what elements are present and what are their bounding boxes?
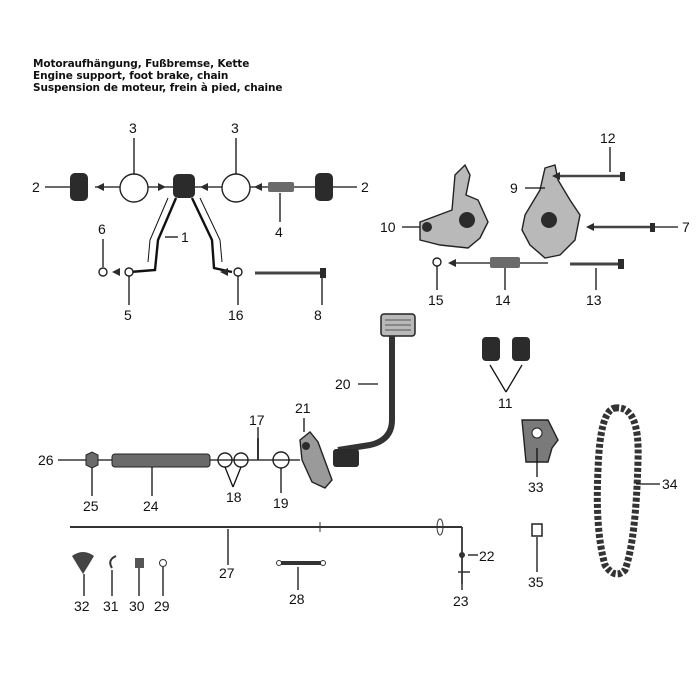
callout-5: 5 [124, 307, 132, 323]
callout-2-right: 2 [361, 179, 369, 195]
callout-20: 20 [335, 376, 351, 392]
callout-26: 26 [38, 452, 54, 468]
callout-23: 23 [453, 593, 469, 609]
callout-18: 18 [226, 489, 242, 505]
small-nut [98, 267, 108, 277]
rubber-buffers [482, 337, 530, 361]
callout-19: 19 [273, 495, 289, 511]
small-washer-29 [159, 559, 167, 567]
callout-13: 13 [586, 292, 602, 308]
brake-pedal-arm [337, 336, 395, 453]
callout-1: 1 [181, 229, 189, 245]
callout-8: 8 [314, 307, 322, 323]
engine-support-group [70, 173, 333, 278]
washer-small-left [124, 267, 134, 277]
pedal-bracket-group [419, 163, 655, 269]
callout-4: 4 [275, 224, 283, 240]
callout-9: 9 [510, 180, 518, 196]
callout-10: 10 [380, 219, 396, 235]
bracket-plate-left [419, 163, 489, 249]
callout-12: 12 [600, 130, 616, 146]
split-pin [109, 555, 117, 569]
chain-adjuster [521, 419, 559, 463]
small-nut-30 [135, 558, 144, 568]
callout-34: 34 [662, 476, 678, 492]
callout-11: 11 [498, 395, 513, 411]
drive-chain [593, 404, 642, 578]
washer-small-right [233, 267, 243, 277]
callout-7: 7 [682, 219, 690, 235]
bracket-plate-right [521, 164, 581, 259]
washer-left [119, 173, 149, 203]
callout-30: 30 [129, 598, 145, 614]
callout-3-left: 3 [129, 120, 137, 136]
title-german: Motoraufhängung, Fußbremse, Kette [33, 58, 250, 70]
callout-31: 31 [103, 598, 119, 614]
callout-22: 22 [479, 548, 495, 564]
chain-clip [531, 523, 543, 537]
callout-16: 16 [228, 307, 244, 323]
rubber-bushing-right [315, 173, 333, 201]
callout-33: 33 [528, 479, 544, 495]
callout-28: 28 [289, 591, 305, 607]
callout-25: 25 [83, 498, 99, 514]
callout-29: 29 [154, 598, 170, 614]
title-french: Suspension de moteur, frein à pied, chai… [33, 82, 283, 94]
brake-lever [299, 431, 333, 489]
callout-2-left: 2 [32, 179, 40, 195]
spacer-sleeve [268, 182, 294, 192]
sleeve-14 [490, 257, 520, 268]
callout-27: 27 [219, 565, 235, 581]
callout-3-right: 3 [231, 120, 239, 136]
brake-shaft [111, 453, 211, 468]
title-english: Engine support, foot brake, chain [33, 70, 229, 82]
washer-15 [432, 257, 442, 267]
rubber-bushing-left [70, 173, 88, 201]
leader-lines [45, 138, 678, 596]
callout-32: 32 [74, 598, 90, 614]
callout-14: 14 [495, 292, 511, 308]
callout-15: 15 [428, 292, 444, 308]
engine-bracket-head [173, 174, 195, 198]
wing-nut [72, 552, 94, 574]
brake-rod [70, 518, 470, 584]
long-bolt-head [320, 268, 326, 278]
foot-brake-group [75, 313, 416, 489]
callout-21: 21 [295, 400, 311, 416]
callout-24: 24 [143, 498, 159, 514]
callout-17: 17 [249, 412, 265, 428]
return-spring [276, 560, 326, 566]
callout-numbers: 1 2 2 3 3 4 5 6 7 8 9 10 11 12 13 14 15 … [32, 120, 690, 614]
diagram-title-block: Motoraufhängung, Fußbremse, Kette Engine… [33, 58, 283, 94]
callout-6: 6 [98, 221, 106, 237]
washer-right [221, 173, 251, 203]
callout-35: 35 [528, 574, 544, 590]
